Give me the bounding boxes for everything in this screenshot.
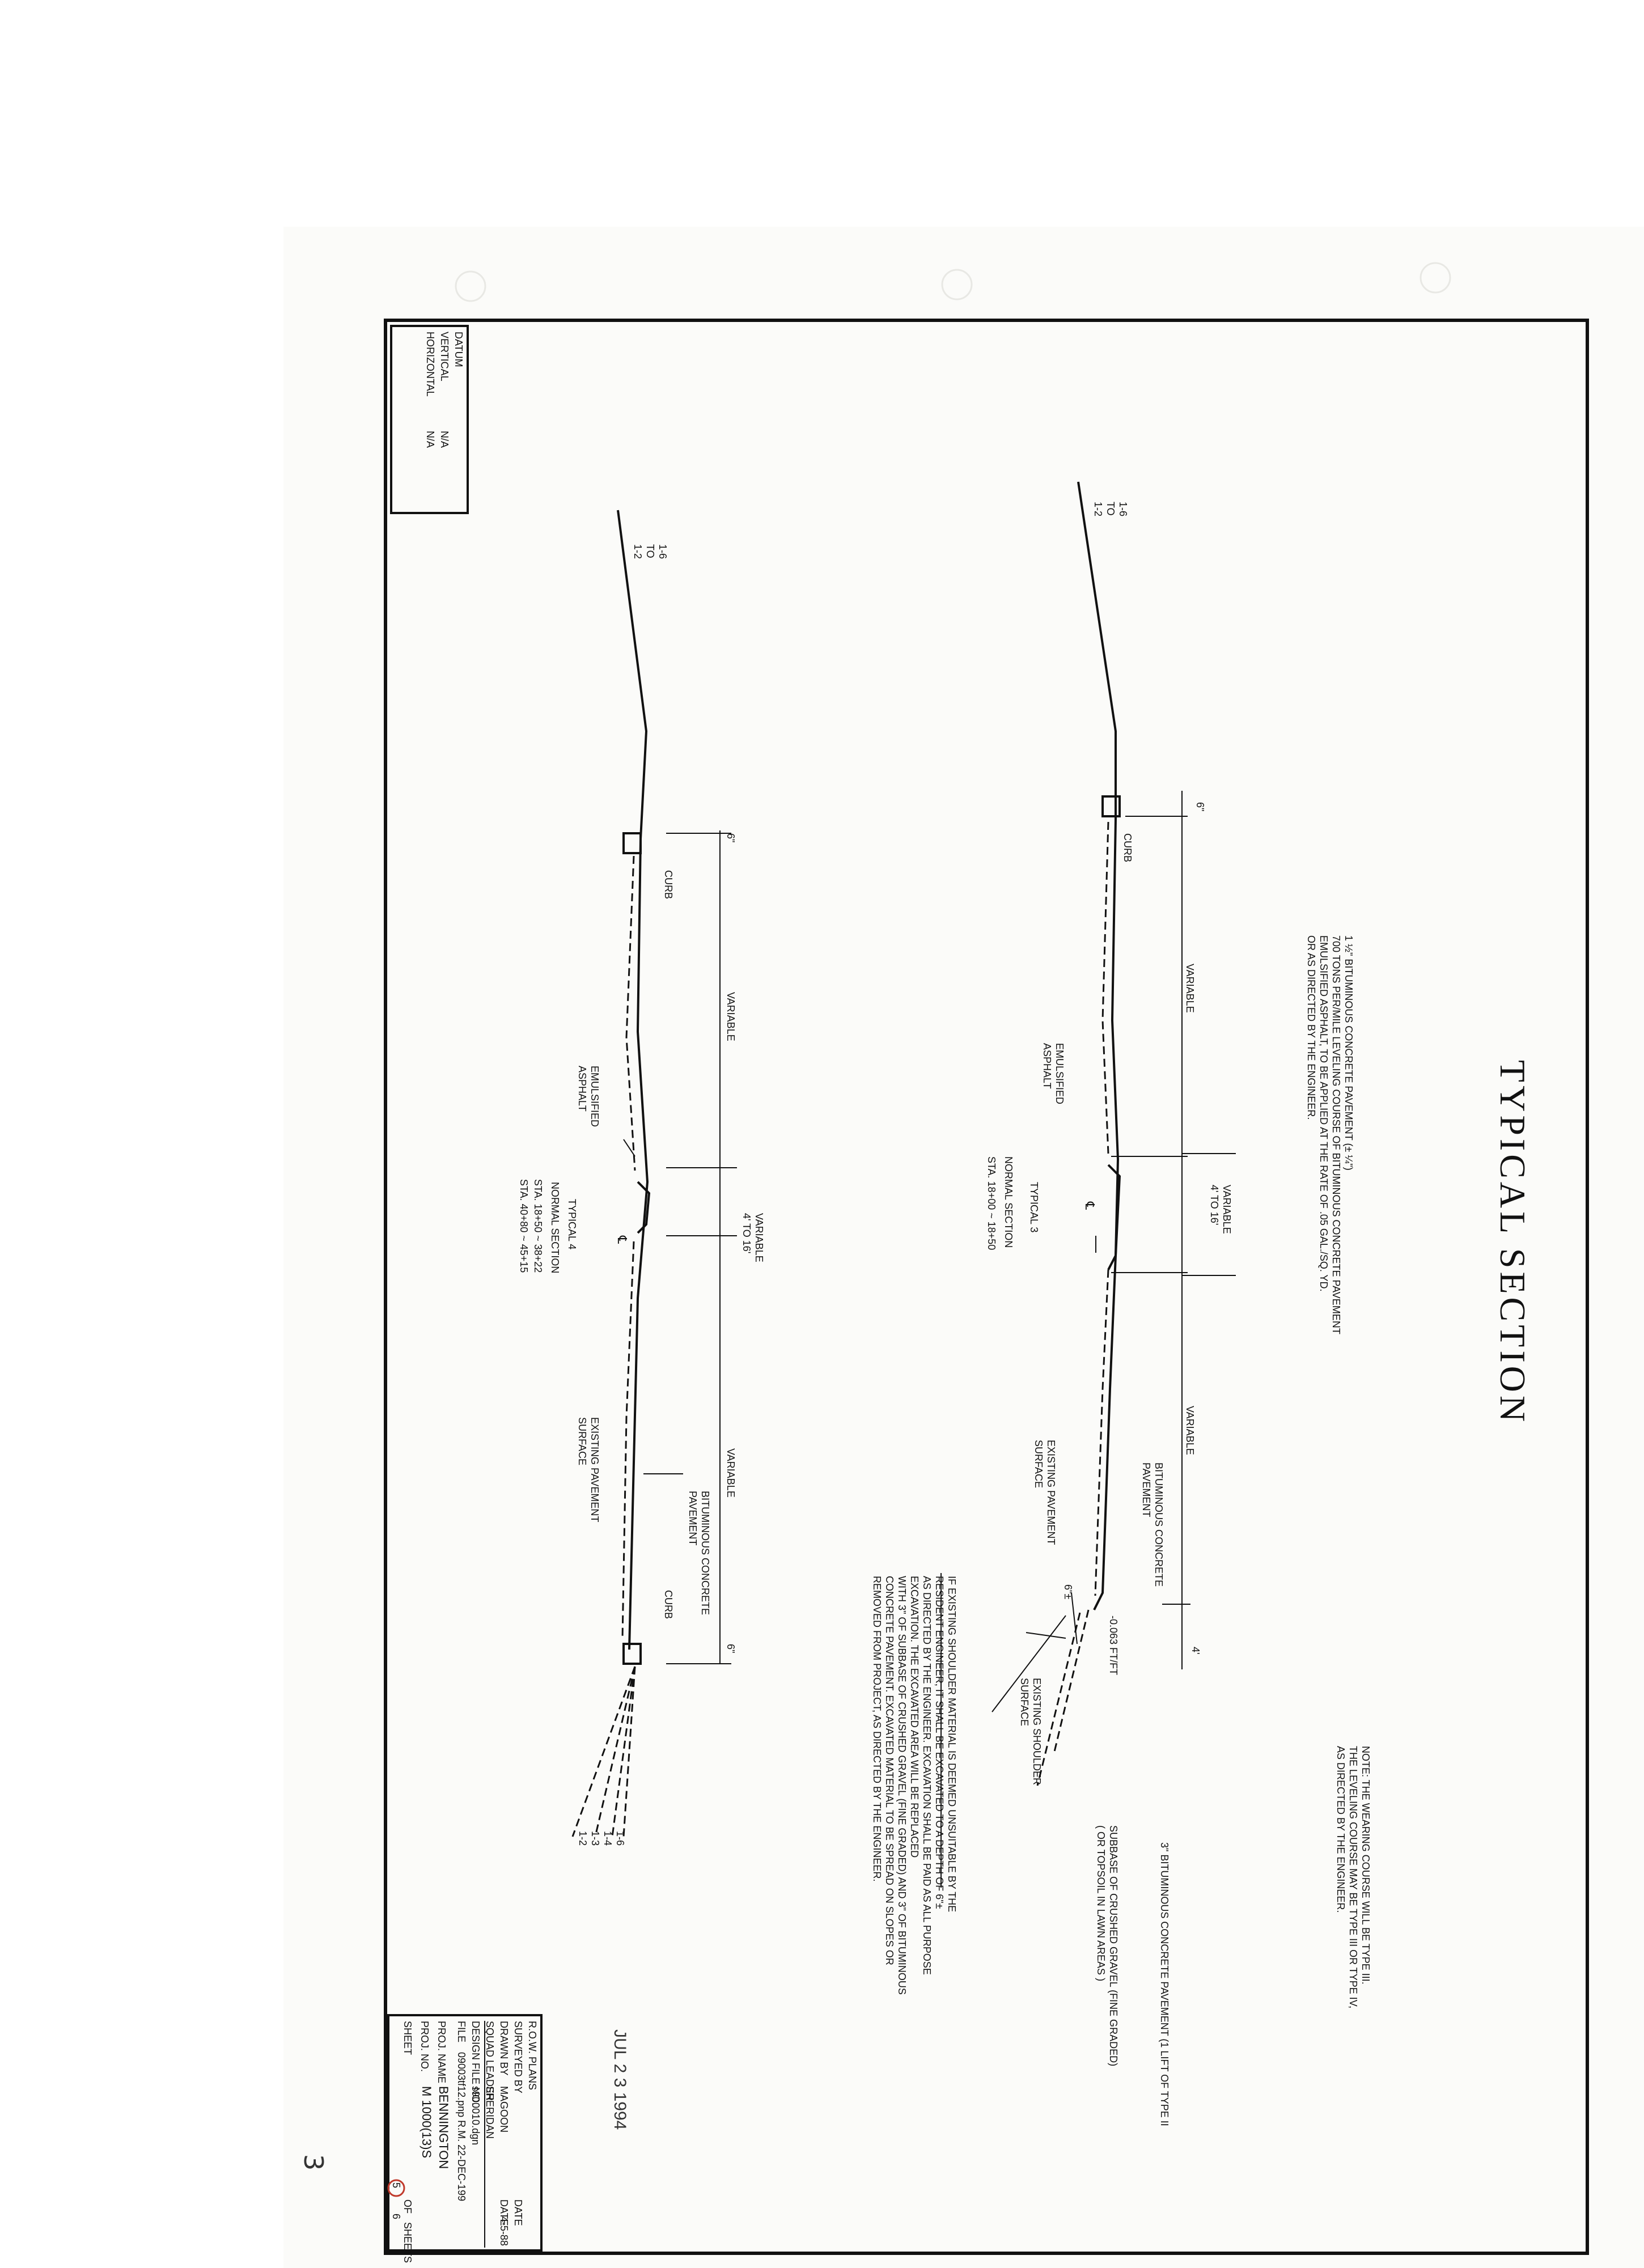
tb-plot-file: FILE xyxy=(456,2021,467,2043)
date-stamp: JUL 2 3 1994 xyxy=(611,2029,629,2130)
t4-centerline: ℄ xyxy=(615,1236,629,1244)
datum-vertical: VERTICAL xyxy=(439,332,450,381)
t4-variable-right: VARIABLE xyxy=(725,1448,736,1498)
t4-sta1: STA. 18+50 ~ 38+22 xyxy=(532,1179,544,1273)
tb-proj-name-label: PROJ. NAME xyxy=(436,2021,447,2084)
t3-centerline: ℄ xyxy=(1083,1202,1097,1210)
tb-proj-name: BENNINGTON xyxy=(437,2086,451,2169)
t3-dim-6: 6" xyxy=(1194,802,1206,812)
tb-date-value: 4-5-88 xyxy=(498,2216,510,2246)
sheet-border xyxy=(384,319,1589,2255)
tb-surveyed: SURVEYED BY xyxy=(512,2021,524,2093)
t3-variable-right: VARIABLE xyxy=(1184,1406,1196,1455)
t4-curb-left: CURB xyxy=(663,870,674,900)
punch-hole xyxy=(455,270,486,302)
tb-drawn: DRAWN BY xyxy=(498,2021,510,2076)
t4-existing-pavement: EXISTING PAVEMENT SURFACE xyxy=(577,1417,600,1523)
t3-slope-label: 1-6 TO 1-2 xyxy=(1092,502,1129,517)
t3-curb: CURB xyxy=(1122,833,1133,863)
tb-plot-value: 09003tf12.pnp R.M. 22-DEC-199 xyxy=(456,2052,467,2202)
tb-sheet-no: 5 xyxy=(391,2182,402,2189)
t3-emulsified: EMULSIFIED ASPHALT xyxy=(1041,1043,1065,1105)
t4-emulsified: EMULSIFIED ASPHALT xyxy=(577,1066,600,1127)
t4-bit-pavement: BITUMINOUS CONCRETE PAVEMENT xyxy=(687,1491,711,1616)
tb-design-value: s900010.dgn xyxy=(470,2086,481,2146)
t4-slopes: 1-6 1-4 1-3 1-2 xyxy=(577,1831,626,1846)
t3-cross-slope: -0.063 FT/FT xyxy=(1108,1616,1119,1676)
tb-proj-no: M 1000(13)S xyxy=(420,2086,434,2159)
t4-slope-label: 1-6 TO 1-2 xyxy=(632,544,668,559)
scanned-sheet xyxy=(283,227,1644,2268)
tb-sheet-total: 6 xyxy=(391,2214,402,2220)
t4-label: TYPICAL 4 xyxy=(566,1199,578,1250)
tb-date-label: DATE xyxy=(512,2199,524,2226)
t3-sta: STA. 18+00 ~ 18+50 xyxy=(986,1156,997,1250)
punch-hole xyxy=(1420,262,1451,294)
t3-subbase: SUBBASE OF CRUSHED GRAVEL (FINE GRADED) … xyxy=(1095,1825,1119,2067)
datum-vertical-value: N/A xyxy=(439,431,450,448)
tb-sheet-label: SHEET xyxy=(402,2021,413,2055)
tb-drawn-value: MAGOON xyxy=(498,2086,510,2133)
datum-horizontal: HORIZONTAL xyxy=(425,332,436,397)
t4-dim-6-right: 6" xyxy=(725,1644,736,1654)
t3-dim-6pm: 6"± xyxy=(1062,1584,1074,1600)
t3-existing-shoulder: EXISTING SHOULDER SURFACE xyxy=(1019,1678,1043,1786)
sheet-number-circle xyxy=(387,2179,405,2197)
t3-median: VARIABLE 4' TO 16' xyxy=(1209,1185,1232,1234)
t4-curb-right: CURB xyxy=(663,1590,674,1620)
note-shoulder: IF EXISTING SHOULDER MATERIAL IS DEEMED … xyxy=(871,1576,957,1995)
typical-3-dashed xyxy=(1036,821,1109,1786)
t3-variable-left: VARIABLE xyxy=(1184,964,1196,1013)
note-wearing-course: NOTE: THE WEARING COURSE WILL BE TYPE II… xyxy=(1335,1746,1371,2009)
datum-horizontal-value: N/A xyxy=(425,431,436,448)
t3-label: TYPICAL 3 xyxy=(1028,1182,1040,1233)
t4-variable-left: VARIABLE xyxy=(725,992,736,1041)
typical-3-dimensions xyxy=(992,791,1236,1712)
drawing-title: TYPICAL SECTION xyxy=(1493,1060,1533,1426)
t4-sta2: STA. 40+80 ~ 45+15 xyxy=(518,1179,529,1273)
typical-4-profile xyxy=(617,510,651,1665)
t3-bit3: 3" BITUMINOUS CONCRETE PAVEMENT (1 LIFT … xyxy=(1159,1842,1170,2126)
datum-head: DATUM xyxy=(453,332,464,367)
page-mark: 3 xyxy=(298,2154,329,2171)
datum-box xyxy=(390,325,469,514)
t3-dim-4: 4' xyxy=(1190,1647,1201,1655)
t3-existing-pavement: EXISTING PAVEMENT SURFACE xyxy=(1033,1440,1057,1545)
tb-sheets: SHEETS xyxy=(402,2222,413,2263)
t3-bit-pavement: BITUMINOUS CONCRETE PAVEMENT xyxy=(1141,1462,1164,1587)
tb-head: R.O.W. PLANS xyxy=(527,2021,538,2091)
tb-proj-no-label: PROJ. NO. xyxy=(419,2021,430,2072)
typical-4-dimensions xyxy=(623,830,737,1664)
t4-sub: NORMAL SECTION xyxy=(549,1182,561,1274)
tb-squad-value: SHERIDAN xyxy=(484,2086,495,2139)
title-block-frame xyxy=(387,2014,543,2252)
typical-3-profile xyxy=(1077,481,1121,1610)
tb-of: OF xyxy=(402,2199,413,2214)
t3-sub: NORMAL SECTION xyxy=(1003,1156,1014,1248)
t4-median: VARIABLE 4' TO 16' xyxy=(741,1213,765,1262)
punch-hole xyxy=(941,269,973,300)
typical-4-dashed xyxy=(571,855,636,1837)
note-pavement-spec: 1 ½" BITUMINOUS CONCRETE PAVEMENT (± ¼")… xyxy=(1306,935,1354,1334)
t4-dim-6-left: 6" xyxy=(725,833,736,843)
